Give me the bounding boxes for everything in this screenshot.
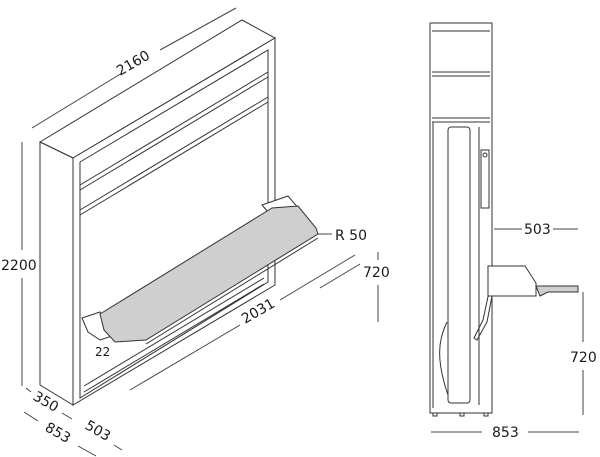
depth-total-dim-line <box>23 411 39 422</box>
pivot-icon <box>482 152 488 158</box>
side-view-cabinet <box>429 22 579 417</box>
support-arm <box>473 291 493 341</box>
side-depth-label: 853 <box>492 425 519 441</box>
desk-board-side <box>535 285 579 297</box>
side-desk-depth-label: 503 <box>524 222 551 238</box>
desk-width-dim-line <box>279 254 356 301</box>
height-dim-label: 2200 <box>1 258 37 274</box>
bed-panel-edge <box>83 283 265 393</box>
frame-inner-edge <box>79 49 269 399</box>
depth-dim-line <box>61 412 73 420</box>
isometric-cabinet <box>38 19 319 406</box>
mattress-profile <box>447 126 471 404</box>
desk-width-dim-line <box>129 324 241 391</box>
curve-profile <box>439 321 449 396</box>
width-dim-label: 2160 <box>114 48 153 80</box>
depth-total-label: 853 <box>42 420 73 447</box>
shelf-line <box>79 71 269 186</box>
shelf-line <box>79 76 269 191</box>
shelf-line <box>79 101 269 216</box>
depth-dim-line <box>25 387 32 393</box>
width-dim-line <box>31 72 123 129</box>
feet <box>483 412 489 417</box>
side-desk-height-label: 720 <box>570 350 597 366</box>
depth-total-dim-line <box>77 445 97 457</box>
width-dim-line <box>159 7 237 51</box>
desk-depth-dim-line <box>113 444 123 451</box>
radius-label: R 50 <box>335 228 367 244</box>
front-dimensions: 2160 2200 R 50 720 2031 22 350 853 503 <box>1 7 390 457</box>
side-dimensions: 503 720 853 <box>431 222 597 441</box>
feet <box>459 412 465 417</box>
cabinet-side-panel <box>39 141 74 406</box>
desk-thickness-label: 22 <box>95 345 110 359</box>
feet <box>432 412 438 417</box>
desk-height-ext-line <box>319 263 361 289</box>
desk-height-label: 720 <box>363 265 390 281</box>
bed-panel-edge <box>83 277 265 387</box>
desk-bracket-left <box>81 311 113 341</box>
desk-edge <box>145 237 319 345</box>
shelf-line <box>79 96 269 211</box>
lift-mechanism <box>480 149 490 209</box>
desk-bracket-side <box>487 265 537 297</box>
desk-depth-label: 503 <box>82 418 113 445</box>
